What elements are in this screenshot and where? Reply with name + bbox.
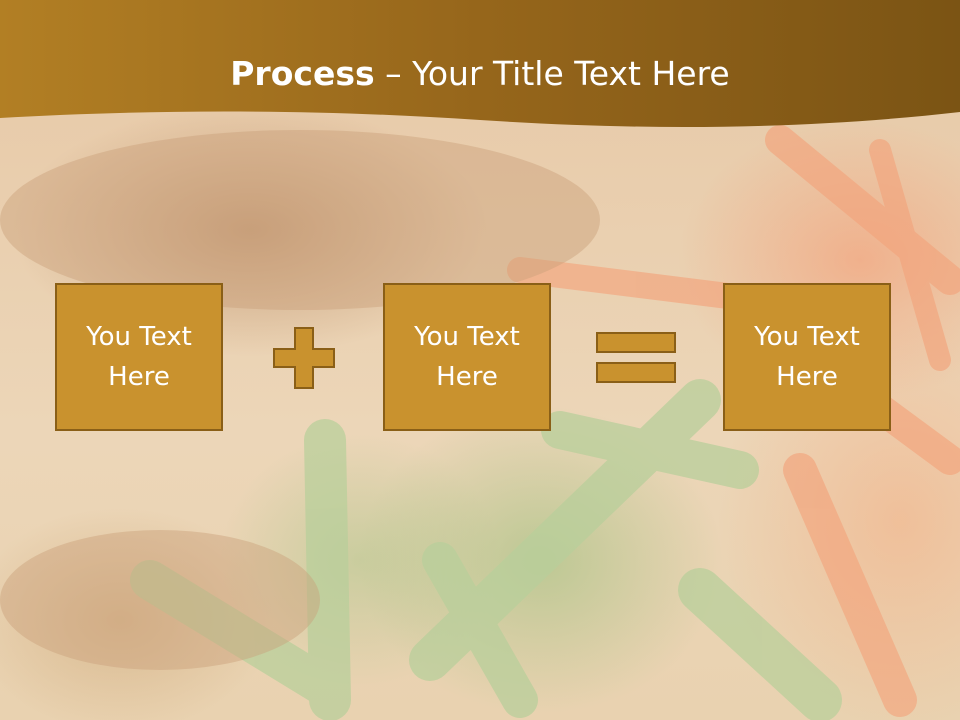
process-box-2[interactable]: You Text Here	[383, 283, 551, 431]
page-title: Process – Your Title Text Here	[0, 52, 960, 96]
equals-icon	[596, 332, 676, 383]
process-box-1[interactable]: You Text Here	[55, 283, 223, 431]
title-bold: Process	[230, 54, 375, 93]
title-rest: – Your Title Text Here	[374, 54, 730, 93]
title-banner: Process – Your Title Text Here	[0, 0, 960, 140]
process-box-3[interactable]: You Text Here	[723, 283, 891, 431]
plus-icon	[273, 327, 335, 389]
